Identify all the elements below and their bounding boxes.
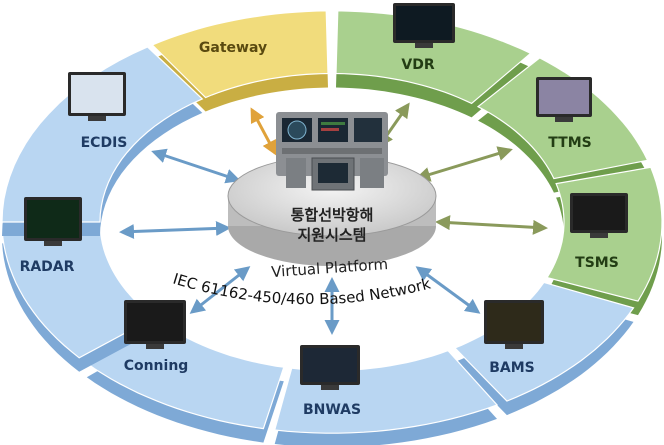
monitor-stand-tsms	[590, 233, 608, 238]
monitor-screen-conning	[127, 303, 183, 341]
monitor-ttms	[536, 77, 592, 122]
monitor-stand-ttms	[555, 117, 573, 122]
label-ttms: TTMS	[548, 135, 591, 151]
arrow-ttms	[415, 146, 513, 182]
segment-face-gateway	[151, 10, 329, 99]
segment-gateway	[151, 10, 329, 112]
monitor-screen-vdr	[396, 6, 452, 40]
monitor-screen-ecdis	[71, 75, 123, 113]
segment-face-ecdis	[1, 46, 204, 223]
monitor-stand-bnwas	[321, 385, 339, 390]
hub-title-line2: 지원시스템	[297, 226, 366, 244]
arrow-tsms	[435, 215, 548, 235]
segment-vdr	[335, 10, 532, 118]
ring-segments	[1, 10, 663, 445]
monitor-vdr	[393, 3, 455, 48]
monitor-screen-bams	[487, 303, 541, 341]
arrow-bams	[415, 266, 481, 314]
monitor-stand-ecdis	[88, 116, 106, 121]
label-ecdis: ECDIS	[81, 135, 128, 151]
arrow-conning	[189, 266, 251, 314]
label-bnwas: BNWAS	[303, 402, 361, 418]
monitor-stand-radar	[44, 241, 62, 246]
arrow-radar	[119, 220, 231, 240]
segment-ecdis	[1, 46, 204, 237]
monitor-screen-ttms	[539, 80, 589, 114]
label-vdr: VDR	[401, 57, 434, 73]
monitor-screen-tsms	[573, 196, 625, 230]
monitor-radar	[24, 197, 82, 246]
label-tsms: TSMS	[575, 255, 619, 271]
monitor-tsms	[570, 193, 628, 238]
label-bams: BAMS	[489, 360, 535, 376]
monitor-stand-bams	[505, 344, 523, 349]
monitor-screen-bnwas	[303, 348, 357, 382]
monitor-bams	[484, 300, 544, 349]
monitor-stand-vdr	[415, 43, 433, 48]
bridge-console-image	[276, 112, 388, 191]
monitor-screen-radar	[27, 200, 79, 238]
monitor-bnwas	[300, 345, 360, 390]
hub-title-line1: 통합선박항해	[291, 206, 374, 224]
monitor-ecdis	[68, 72, 126, 121]
arrow-ecdis	[151, 148, 241, 184]
connector-arrows	[119, 102, 548, 335]
monitor-stand-conning	[146, 344, 164, 349]
label-conning: Conning	[124, 358, 189, 374]
label-gateway: Gateway	[199, 40, 267, 56]
arrow-gateway	[250, 107, 277, 156]
monitor-conning	[124, 300, 186, 349]
label-radar: RADAR	[20, 259, 75, 275]
